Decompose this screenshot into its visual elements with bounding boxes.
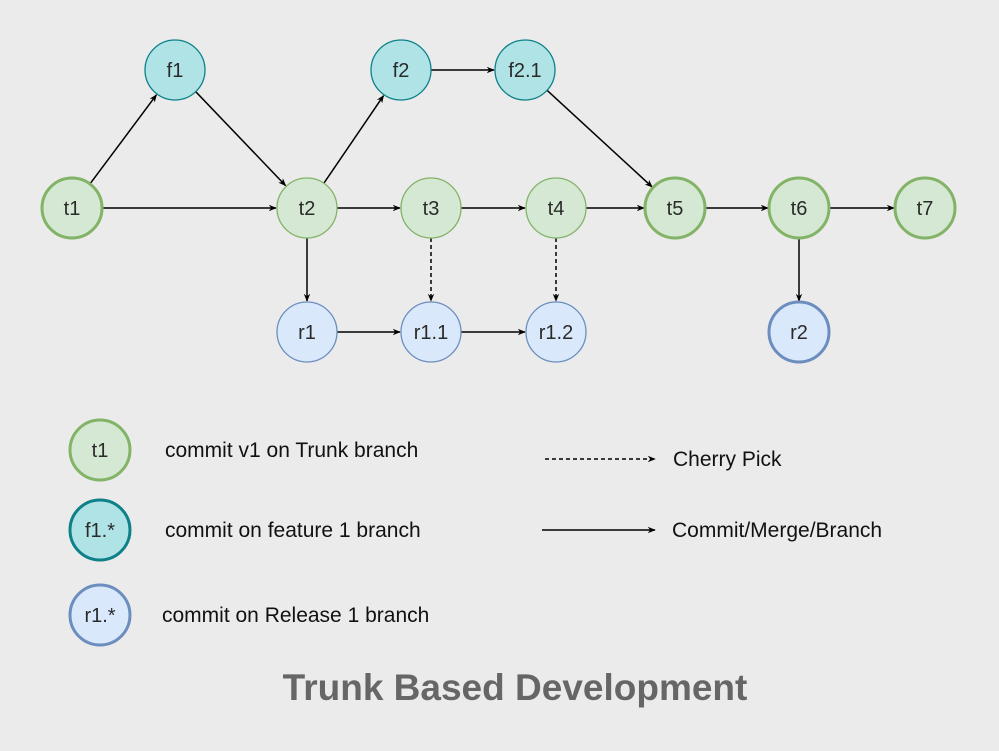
node-circle xyxy=(400,177,462,239)
legend-line-label: Cherry Pick xyxy=(673,448,782,471)
node-label: r1.2 xyxy=(539,322,573,344)
diagram-title: Trunk Based Development xyxy=(283,667,748,708)
legend-node-circle xyxy=(68,583,132,647)
node-circle xyxy=(276,301,338,363)
node-t6: t6 xyxy=(767,176,831,240)
edge-f2-1-to-t5 xyxy=(546,89,653,188)
edge-t2-to-f2 xyxy=(323,94,385,184)
node-r1-1: r1.1 xyxy=(400,301,462,363)
edge-t1-to-f1 xyxy=(89,94,158,185)
node-label: t2 xyxy=(299,198,316,220)
node-label: r1.1 xyxy=(414,322,448,344)
edges-layer xyxy=(89,66,895,336)
node-f2-1: f2.1 xyxy=(494,39,556,101)
node-label: f1 xyxy=(167,60,184,82)
node-r1-2: r1.2 xyxy=(525,301,587,363)
node-label: t1 xyxy=(64,198,81,220)
legend-node-label: t1 xyxy=(92,440,109,462)
node-circle xyxy=(370,39,432,101)
legend-description: commit v1 on Trunk branch xyxy=(165,439,418,462)
legend-line-solid: Commit/Merge/Branch xyxy=(542,519,882,542)
legend-item-trunk: t1 commit v1 on Trunk branch xyxy=(68,418,418,482)
node-t2: t2 xyxy=(276,177,338,239)
node-label: t6 xyxy=(791,198,808,220)
node-label: t5 xyxy=(667,198,684,220)
node-circle xyxy=(144,39,206,101)
legend-node-circle xyxy=(68,498,132,562)
node-t1: t1 xyxy=(40,176,104,240)
node-circle xyxy=(893,176,957,240)
node-t5: t5 xyxy=(643,176,707,240)
node-label: f2 xyxy=(393,60,410,82)
legend-node-label: f1.* xyxy=(85,520,115,542)
legend-node-label: r1.* xyxy=(84,605,115,627)
node-circle xyxy=(400,301,462,363)
node-label: r2 xyxy=(790,322,808,344)
node-t3: t3 xyxy=(400,177,462,239)
node-circle xyxy=(767,176,831,240)
node-label: r1 xyxy=(298,322,316,344)
node-f1: f1 xyxy=(144,39,206,101)
edge-f1-to-t2 xyxy=(195,91,287,187)
node-r1: r1 xyxy=(276,301,338,363)
node-label: f2.1 xyxy=(508,60,541,82)
node-r2: r2 xyxy=(767,300,831,364)
node-t7: t7 xyxy=(893,176,957,240)
legend: t1 commit v1 on Trunk branch f1.* commit on… xyxy=(68,418,882,647)
legend-line-dashed: Cherry Pick xyxy=(545,448,782,471)
legend-item-feature: f1.* commit on feature 1 branch xyxy=(68,498,421,562)
node-circle xyxy=(643,176,707,240)
nodes-layer: t1 t2 t3 t4 t5 t6 t7 f1 f2 f2.1 r1 r1.1 r1.2 r2 xyxy=(40,39,957,364)
node-circle xyxy=(276,177,338,239)
node-circle xyxy=(40,176,104,240)
legend-description: commit on Release 1 branch xyxy=(162,604,429,627)
node-circle xyxy=(525,301,587,363)
legend-item-release: r1.* commit on Release 1 branch xyxy=(68,583,429,647)
node-t4: t4 xyxy=(525,177,587,239)
legend-line-label: Commit/Merge/Branch xyxy=(672,519,882,542)
node-label: t4 xyxy=(548,198,565,220)
node-circle xyxy=(525,177,587,239)
node-f2: f2 xyxy=(370,39,432,101)
legend-description: commit on feature 1 branch xyxy=(165,519,421,542)
node-label: t7 xyxy=(917,198,934,220)
node-label: t3 xyxy=(423,198,440,220)
node-circle xyxy=(767,300,831,364)
legend-node-circle xyxy=(68,418,132,482)
node-circle xyxy=(494,39,556,101)
